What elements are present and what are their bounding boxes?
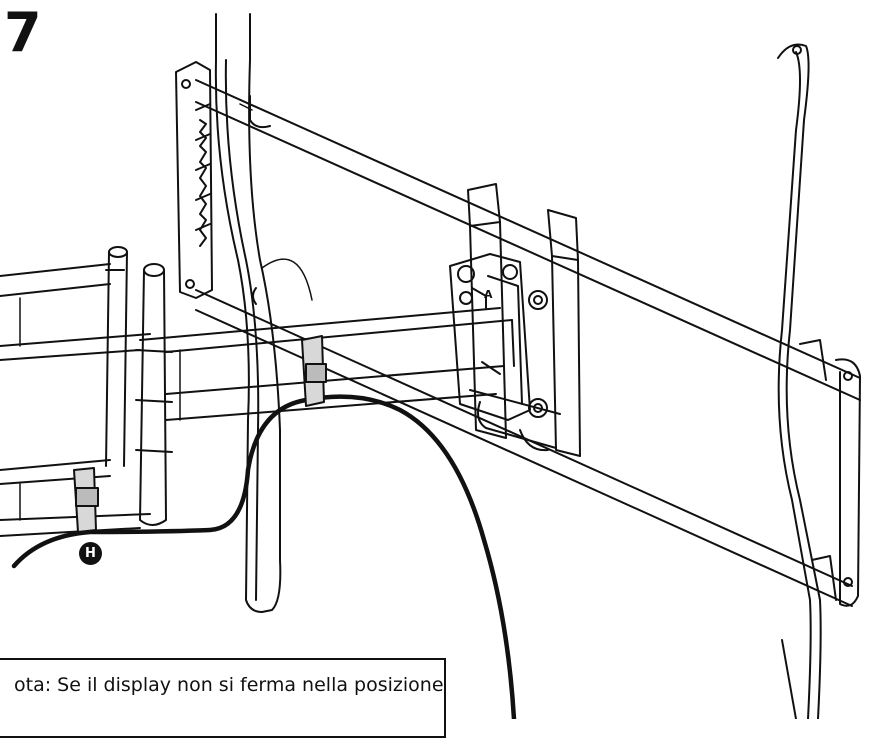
part-h-badge: H — [79, 542, 102, 565]
step-number: 7 — [4, 1, 42, 64]
right-tv-bracket — [777, 43, 822, 719]
back-arm — [0, 263, 151, 537]
note-text: ota: Se il display non si ferma nella po… — [14, 674, 444, 696]
note-box: ota: Se il display non si ferma nella po… — [0, 658, 446, 738]
part-label-a: A — [484, 288, 493, 301]
front-arm — [139, 307, 515, 421]
left-tv-bracket — [214, 13, 313, 613]
top-rail — [195, 79, 861, 401]
right-end-plate — [799, 339, 861, 607]
wall-plate — [175, 61, 213, 299]
cable-tie-icon-2 — [73, 467, 99, 533]
cable-tie-icon — [301, 335, 327, 407]
mount-assembly-diagram: A — [0, 13, 861, 719]
pivot-pins — [105, 246, 173, 526]
cable — [11, 394, 517, 719]
swivel-block — [449, 253, 548, 421]
